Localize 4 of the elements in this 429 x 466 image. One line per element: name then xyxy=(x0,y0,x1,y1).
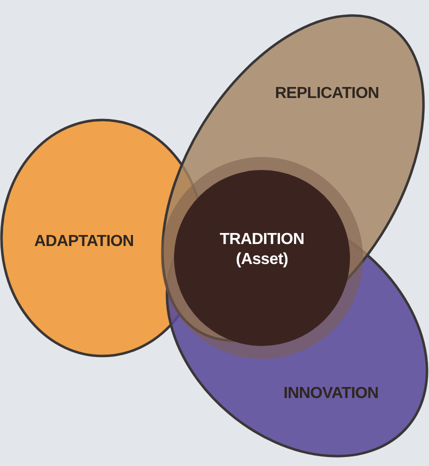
region-label: ADAPTATION xyxy=(33,232,135,252)
region-label: TRADITION (Asset) xyxy=(218,230,306,270)
region-label: REPLICATION xyxy=(274,84,380,104)
region-label: INNOVATION xyxy=(282,384,380,404)
